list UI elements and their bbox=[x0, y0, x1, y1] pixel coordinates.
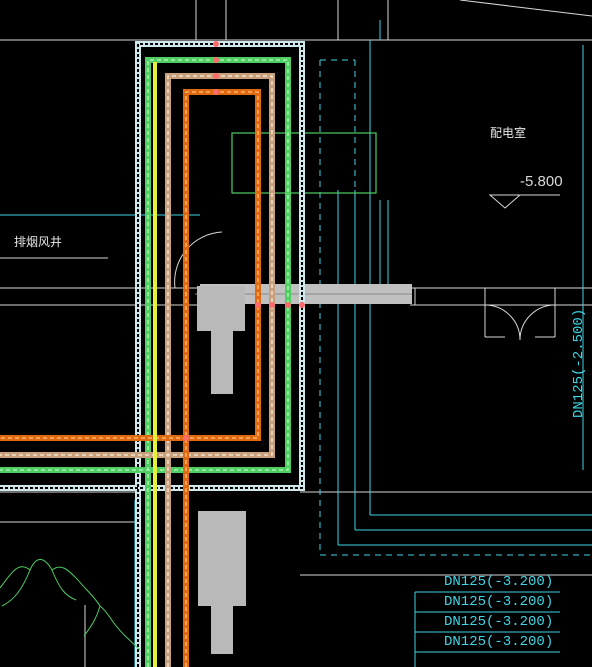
pipe-joint-markers bbox=[183, 41, 305, 441]
smoke-shaft-label: 排烟风井 bbox=[14, 235, 62, 249]
joint-marker bbox=[213, 57, 219, 63]
pipe-label: DN125(-3.200) bbox=[444, 574, 553, 590]
joint-marker bbox=[213, 89, 219, 95]
pipe-label: DN125(-3.200) bbox=[444, 614, 553, 630]
elevation-marker: -5.800 bbox=[488, 173, 563, 209]
joint-marker bbox=[285, 302, 291, 308]
room-outline-lines bbox=[0, 20, 592, 667]
door-swing-arc bbox=[519, 304, 556, 341]
door-swing-arc bbox=[484, 304, 521, 341]
elevation-triangle-icon bbox=[488, 194, 522, 209]
column bbox=[211, 606, 233, 654]
pipe-tan-center bbox=[0, 75, 273, 667]
door-swing-arc bbox=[174, 231, 223, 289]
column bbox=[197, 286, 245, 331]
pipe-runs[interactable] bbox=[0, 41, 305, 667]
joint-marker bbox=[183, 435, 189, 441]
joint-marker bbox=[213, 41, 219, 47]
pipe-label-stack: DN125(-3.200) DN125(-3.200) DN125(-3.200… bbox=[444, 574, 553, 650]
landscape-boundary bbox=[0, 559, 141, 651]
wall-line bbox=[459, 0, 592, 17]
column bbox=[211, 331, 233, 394]
pipe-orange-center bbox=[0, 91, 259, 667]
pipe-label: DN125(-3.200) bbox=[444, 634, 553, 650]
pipe-vertical-label: DN125(-2.500) bbox=[571, 309, 587, 418]
joint-marker bbox=[269, 302, 275, 308]
joint-marker bbox=[255, 302, 261, 308]
column bbox=[198, 511, 246, 606]
elevation-label: -5.800 bbox=[520, 173, 563, 190]
joint-marker bbox=[299, 302, 305, 308]
pipe-label: DN125(-3.200) bbox=[444, 594, 553, 610]
pipe-white-center bbox=[0, 43, 303, 667]
distribution-room-label: 配电室 bbox=[490, 125, 526, 140]
pipe-green-center bbox=[0, 59, 289, 667]
joint-marker bbox=[213, 73, 219, 79]
structural-columns bbox=[197, 286, 246, 654]
